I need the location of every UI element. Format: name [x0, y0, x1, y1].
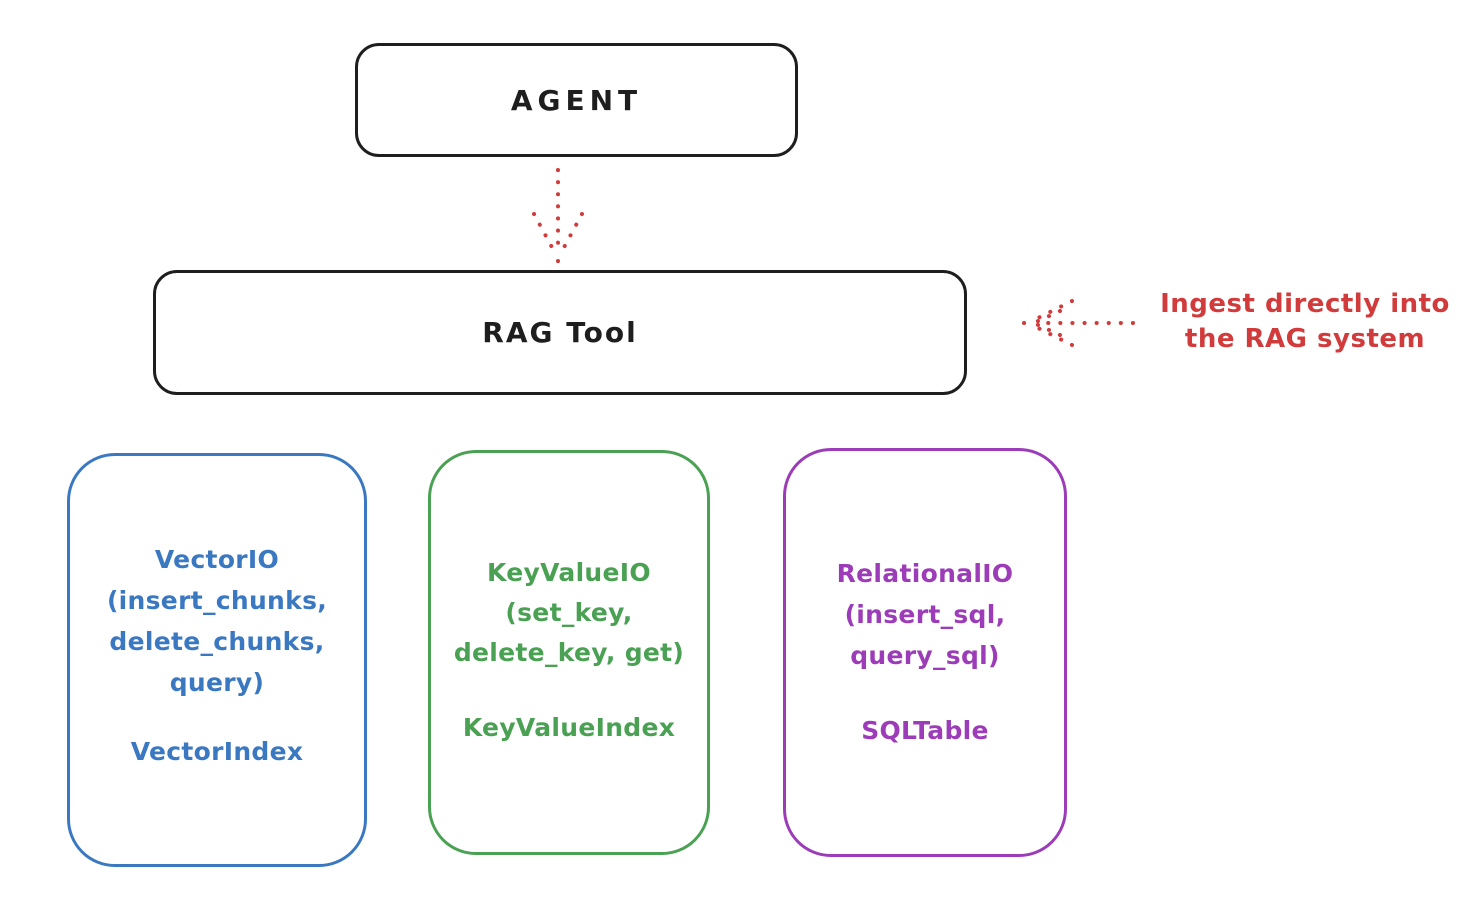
- ingest-annotation-line2: the RAG system: [1184, 324, 1426, 354]
- agent-label: AGENT: [510, 83, 643, 117]
- vector-io-node: VectorIO (insert_chunks, delete_chunks, …: [67, 453, 367, 867]
- rag-tool-node: RAG Tool: [153, 270, 967, 395]
- rag-tool-label: RAG Tool: [482, 316, 638, 349]
- vector-io-line2: (insert_chunks,: [106, 586, 328, 615]
- vector-io-line1: VectorIO: [154, 545, 280, 574]
- keyvalue-io-text: KeyValueIO (set_key, delete_key, get): [431, 553, 707, 673]
- relational-io-text: RelationalIO (insert_sql, query_sql): [786, 553, 1064, 676]
- keyvalue-io-line2: (set_key,: [505, 598, 633, 627]
- relational-io-line2: (insert_sql,: [844, 600, 1006, 629]
- vector-io-text: VectorIO (insert_chunks, delete_chunks, …: [70, 539, 364, 703]
- annotation-to-ragtool-arrow: [1022, 299, 1135, 347]
- ingest-annotation-line1: Ingest directly into: [1160, 289, 1450, 319]
- sql-table-label: SQLTable: [861, 716, 989, 745]
- vector-io-line4: query): [169, 668, 265, 697]
- agent-node: AGENT: [355, 43, 798, 157]
- ingest-annotation: Ingest directly into the RAG system: [1140, 287, 1470, 357]
- keyvalue-io-line1: KeyValueIO: [487, 558, 651, 587]
- agent-to-ragtool-arrow: [532, 168, 584, 264]
- relational-io-node: RelationalIO (insert_sql, query_sql) SQL…: [783, 448, 1067, 857]
- keyvalue-io-node: KeyValueIO (set_key, delete_key, get) Ke…: [428, 450, 710, 855]
- vector-index-label: VectorIndex: [130, 737, 304, 766]
- keyvalue-io-line3: delete_key, get): [453, 638, 685, 667]
- relational-io-line3: query_sql): [850, 641, 1000, 670]
- relational-io-line1: RelationalIO: [836, 559, 1014, 588]
- vector-io-line3: delete_chunks,: [109, 627, 325, 656]
- keyvalue-index-label: KeyValueIndex: [462, 713, 676, 742]
